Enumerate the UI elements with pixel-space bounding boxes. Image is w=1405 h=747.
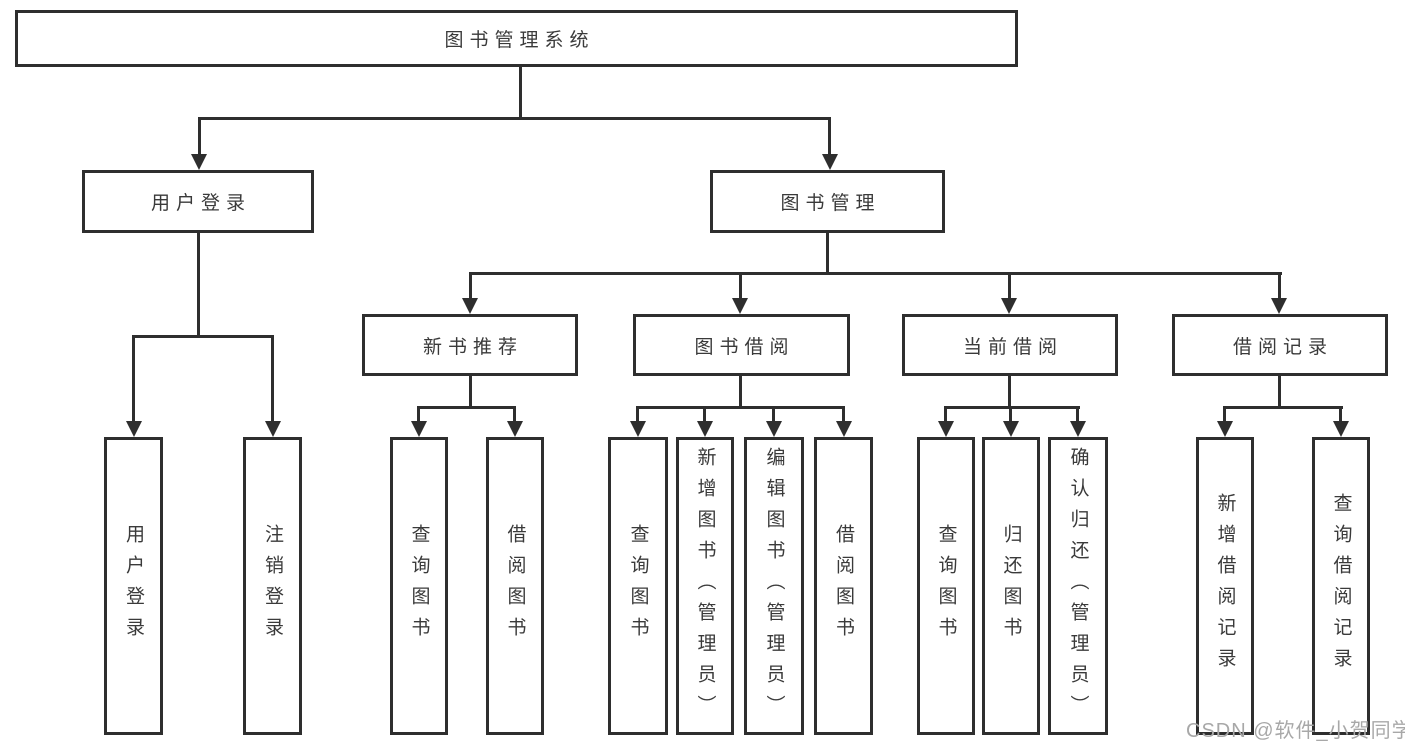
leaf-query-books-2: 查询图书: [608, 437, 668, 735]
connector-current-borrow-stem: [1008, 376, 1011, 406]
connector-drop: [1339, 406, 1342, 421]
leaf-query-books-3: 查询图书: [917, 437, 975, 735]
node-user-login: 用户登录: [82, 170, 314, 233]
arrow-to-leaf: [507, 421, 523, 437]
connector-drop-logout: [271, 335, 274, 421]
connector-drop-borrow-records: [1278, 272, 1281, 298]
arrow-to-leaf: [1003, 421, 1019, 437]
csdn-watermark: CSDN @软件_小贺同学: [1186, 720, 1405, 742]
node-label: 当前借阅: [962, 336, 1063, 358]
arrow-to-leaf: [938, 421, 954, 437]
node-new-book-recommend: 新书推荐: [362, 314, 578, 376]
arrow-to-logout-leaf: [265, 421, 281, 437]
connector-drop-login: [132, 335, 135, 421]
leaf-label: 查询借阅记录: [1330, 493, 1352, 679]
node-label: 用户登录: [150, 193, 251, 214]
connector-drop: [1076, 406, 1079, 421]
connector-root-left-drop: [198, 117, 201, 155]
connector-drop: [417, 406, 420, 421]
leaf-add-books-admin: 新增图书（管理员）: [676, 437, 734, 735]
leaf-borrow-books-2: 借阅图书: [814, 437, 873, 735]
leaf-return-books: 归还图书: [982, 437, 1040, 735]
connector-book-borrow-stem: [739, 376, 742, 406]
connector-drop: [513, 406, 516, 421]
connector-drop: [1009, 406, 1012, 421]
arrow-to-leaf: [836, 421, 852, 437]
arrow-to-new-book-rec: [462, 298, 478, 314]
node-library-management-system: 图书管理系统: [15, 10, 1018, 67]
leaf-logout: 注销登录: [243, 437, 302, 735]
leaf-label: 查询图书: [627, 524, 649, 648]
arrow-to-leaf: [766, 421, 782, 437]
node-label: 新书推荐: [422, 336, 523, 358]
leaf-label: 查询图书: [408, 524, 430, 648]
connector-book-mgmt-crossbar: [469, 272, 1282, 275]
leaf-label: 确认归还（管理员）: [1067, 446, 1089, 726]
connector-root-crossbar: [198, 117, 831, 120]
connector-drop: [1223, 406, 1226, 421]
connector-drop: [772, 406, 775, 421]
connector-borrow-records-stem: [1278, 376, 1281, 406]
leaf-label: 借阅图书: [833, 524, 854, 648]
arrow-to-leaf: [630, 421, 646, 437]
connector-drop: [703, 406, 706, 421]
arrow-to-book-borrow: [732, 298, 748, 314]
arrow-to-leaf: [411, 421, 427, 437]
arrow-to-leaf: [1070, 421, 1086, 437]
connector-borrow-records-crossbar: [1223, 406, 1343, 409]
connector-new-book-crossbar: [417, 406, 516, 409]
arrow-to-leaf: [1217, 421, 1233, 437]
arrow-to-leaf: [1333, 421, 1349, 437]
leaf-label: 用户登录: [123, 524, 144, 648]
node-current-borrowing: 当前借阅: [902, 314, 1118, 376]
connector-drop: [944, 406, 947, 421]
connector-current-borrow-crossbar: [944, 406, 1080, 409]
leaf-label: 查询图书: [935, 524, 957, 648]
connector-user-login-crossbar: [132, 335, 274, 338]
leaf-query-borrow-record: 查询借阅记录: [1312, 437, 1370, 735]
node-book-borrowing: 图书借阅: [633, 314, 850, 376]
leaf-user-login: 用户登录: [104, 437, 163, 735]
node-borrowing-records: 借阅记录: [1172, 314, 1388, 376]
node-label: 图书管理系统: [444, 30, 595, 51]
node-label: 图书管理: [780, 193, 881, 214]
connector-book-borrow-crossbar: [636, 406, 845, 409]
leaf-label: 注销登录: [262, 524, 283, 648]
leaf-label: 新增图书（管理员）: [694, 446, 716, 726]
arrow-to-borrow-records: [1271, 298, 1287, 314]
connector-new-book-stem: [469, 376, 472, 406]
leaf-borrow-books-1: 借阅图书: [486, 437, 544, 735]
arrow-to-current-borrow: [1001, 298, 1017, 314]
arrow-to-login-leaf: [126, 421, 142, 437]
arrow-to-user-login: [191, 154, 207, 170]
leaf-add-borrow-record: 新增借阅记录: [1196, 437, 1254, 735]
leaf-label: 借阅图书: [504, 524, 526, 648]
connector-drop: [636, 406, 639, 421]
arrow-to-book-management: [822, 154, 838, 170]
node-book-management: 图书管理: [710, 170, 945, 233]
leaf-confirm-return-admin: 确认归还（管理员）: [1048, 437, 1108, 735]
node-label: 图书借阅: [694, 336, 795, 358]
connector-drop-current-borrow: [1008, 272, 1011, 298]
connector-drop-book-borrow: [739, 272, 742, 298]
connector-drop-new-book: [469, 272, 472, 298]
leaf-label: 归还图书: [1000, 524, 1022, 648]
connector-root-stem: [519, 65, 522, 119]
connector-user-login-stem: [197, 233, 200, 335]
leaf-query-books-1: 查询图书: [390, 437, 448, 735]
leaf-label: 编辑图书（管理员）: [763, 446, 785, 726]
leaf-label: 新增借阅记录: [1214, 493, 1236, 679]
connector-book-mgmt-stem: [826, 233, 829, 275]
arrow-to-leaf: [697, 421, 713, 437]
connector-drop: [842, 406, 845, 421]
connector-root-right-drop: [828, 117, 831, 155]
leaf-edit-books-admin: 编辑图书（管理员）: [744, 437, 804, 735]
node-label: 借阅记录: [1232, 336, 1333, 358]
